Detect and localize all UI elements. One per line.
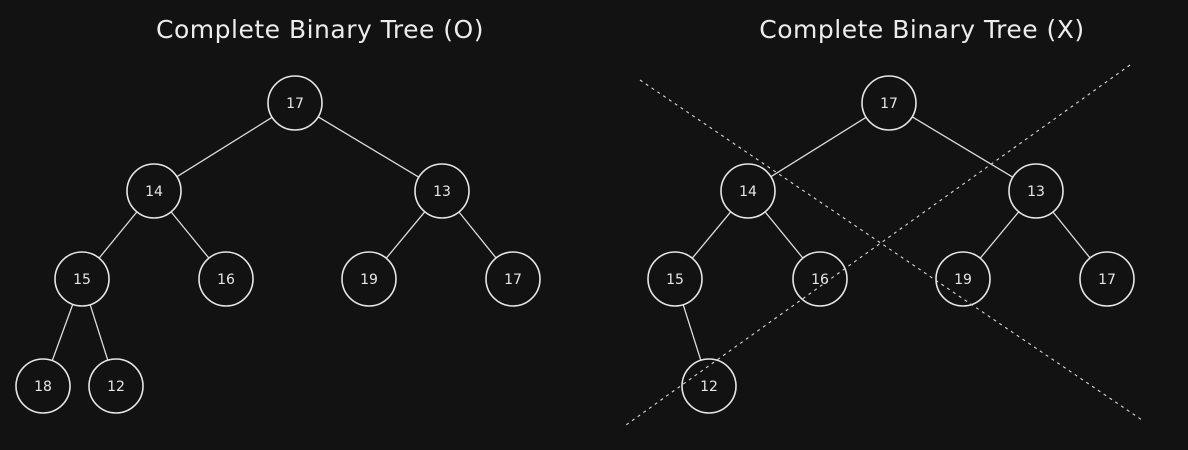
tree-node: 13 [414,163,470,219]
tree-node: 17 [1079,251,1135,307]
node-circle [198,251,254,307]
node-circle [15,358,71,414]
tree-edge [176,116,273,178]
node-circle [1079,251,1135,307]
node-circle [935,251,991,307]
tree-node: 15 [54,251,110,307]
tree-edge [1052,211,1091,259]
tree-node: 19 [341,251,397,307]
node-value: 17 [286,96,304,112]
node-value: 18 [34,379,52,395]
tree-node: 18 [15,358,71,414]
node-circle [681,358,737,414]
node-value: 19 [360,272,378,288]
node-value: 12 [700,379,718,395]
node-circle [861,75,917,131]
node-circle [88,358,144,414]
tree-edge [682,304,702,361]
tree-edge [170,211,210,259]
tree-edge [979,211,1020,259]
node-circle [1008,163,1064,219]
tree-node: 14 [720,163,776,219]
tree-node: 17 [267,75,323,131]
tree-node: 16 [198,251,254,307]
node-value: 16 [217,272,235,288]
node-circle [720,163,776,219]
tree-node: 17 [861,75,917,131]
node-circle [126,163,182,219]
node-circle [54,251,110,307]
node-value: 16 [811,272,829,288]
tree-node: 12 [681,358,737,414]
tree-edge [764,211,804,259]
node-value: 12 [107,379,125,395]
tree-edge [51,304,74,361]
node-circle [414,163,470,219]
node-value: 17 [504,272,522,288]
node-circle [341,251,397,307]
node-circle [792,251,848,307]
tree-node: 14 [126,163,182,219]
tree-edge [385,211,426,259]
left-tree-title: Complete Binary Tree (O) [156,15,484,44]
node-circle [267,75,323,131]
tree-node: 17 [485,251,541,307]
right-tree: 17 14 13 15 16 19 17 12 [647,75,1135,414]
cross-out-line [625,64,1131,426]
node-value: 15 [666,272,684,288]
tree-node: 15 [647,251,703,307]
tree-node: 13 [1008,163,1064,219]
tree-edge [911,116,1014,178]
tree-edge [317,116,420,178]
left-tree: 17 14 13 15 16 19 17 18 12 [15,75,541,414]
node-value: 17 [880,96,898,112]
tree-edge [458,211,497,259]
tree-edge [770,116,867,178]
node-value: 14 [145,184,163,200]
node-value: 14 [739,184,757,200]
node-circle [485,251,541,307]
node-value: 13 [433,184,451,200]
node-value: 15 [73,272,91,288]
node-value: 17 [1098,272,1116,288]
cross-out-line [639,79,1143,421]
right-tree-title: Complete Binary Tree (X) [759,15,1084,44]
node-circle [647,251,703,307]
tree-edge [98,211,138,259]
node-value: 19 [954,272,972,288]
tree-node: 16 [792,251,848,307]
tree-node: 12 [88,358,144,414]
node-value: 13 [1027,184,1045,200]
tree-edge [691,211,732,259]
cross-out-mark [625,64,1143,426]
tree-edge [89,304,109,361]
tree-node: 19 [935,251,991,307]
